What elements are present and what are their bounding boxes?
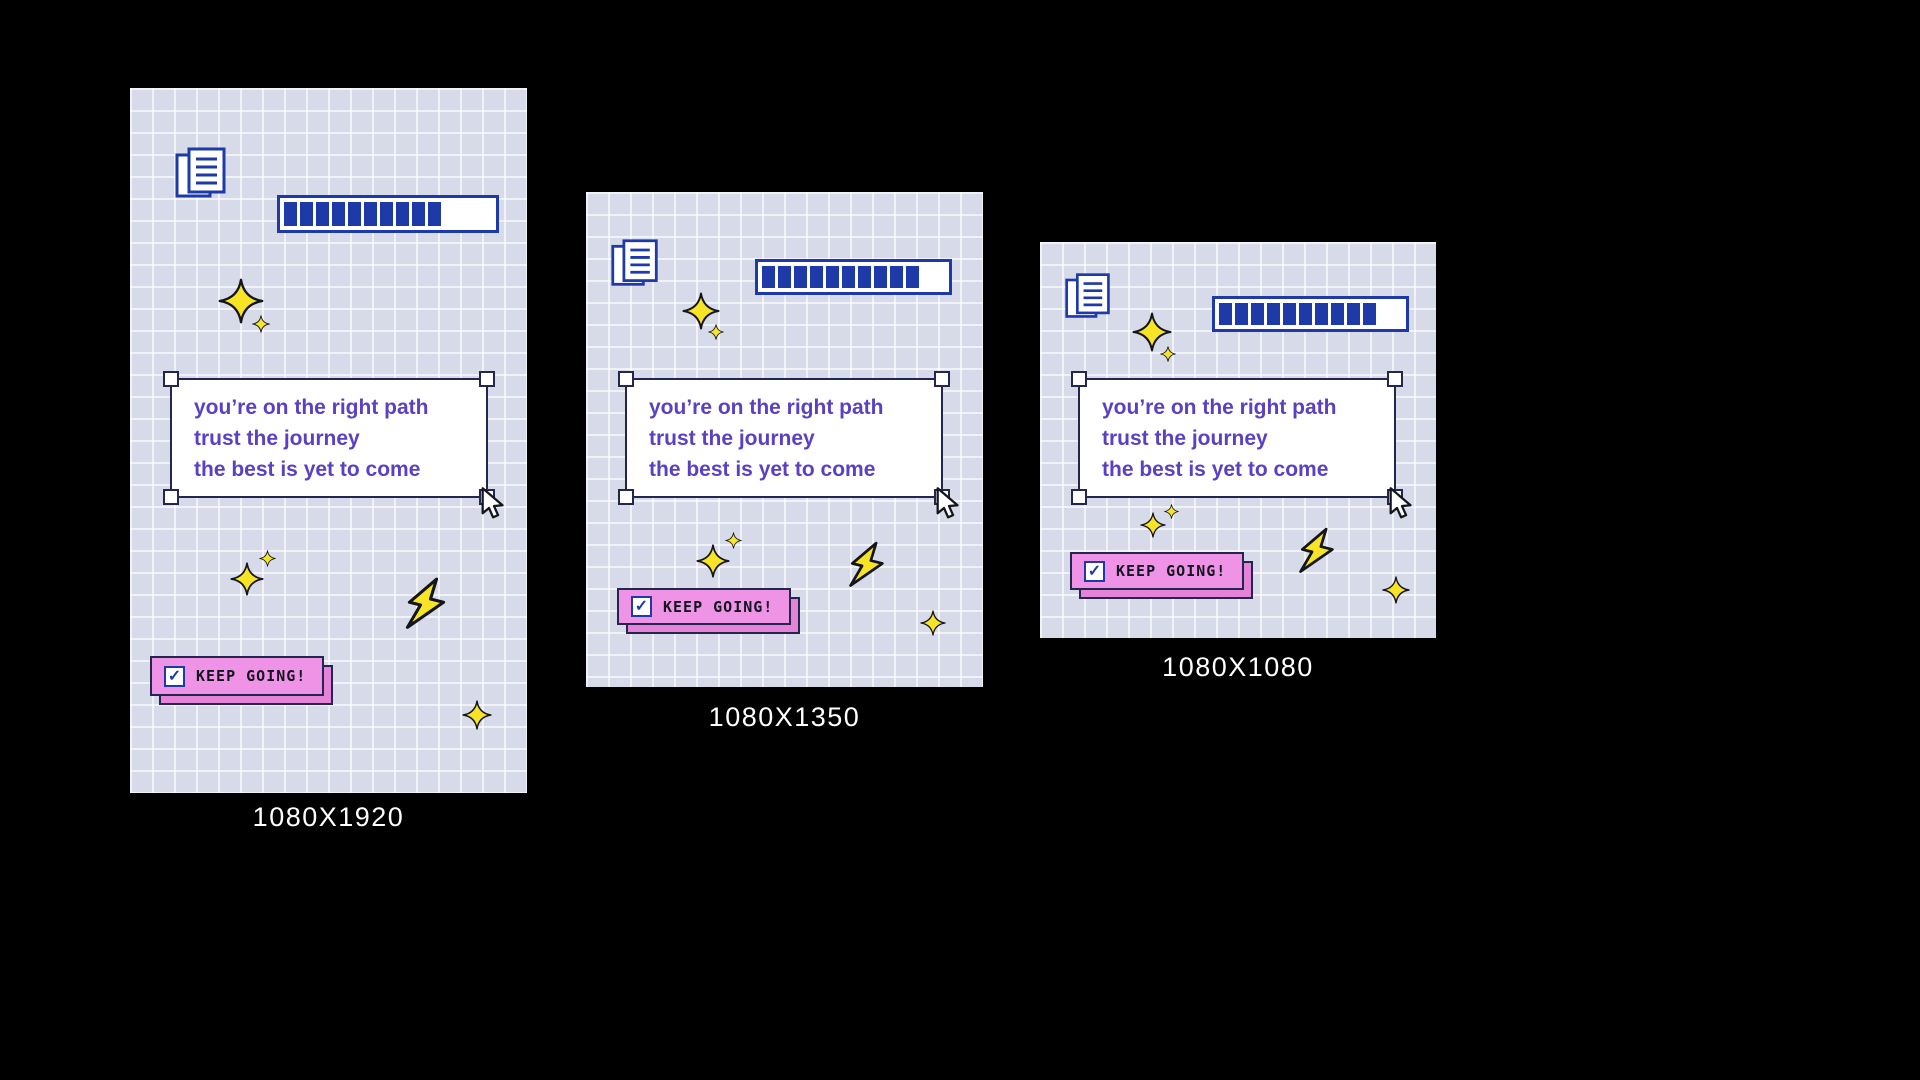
documents-icon (174, 146, 228, 200)
progress-segment (762, 266, 775, 288)
lightning-icon (1290, 520, 1342, 582)
selection-handle-top-right[interactable] (479, 371, 495, 387)
progress-segment (810, 266, 823, 288)
quote-line-2: trust the journey (1102, 427, 1268, 450)
sparkle-pair-icon (218, 278, 276, 336)
artboard-1080x1080: you’re on the right path trust the journ… (1040, 242, 1436, 638)
progress-segment (874, 266, 887, 288)
artboard-size-label: 1080X1920 (252, 802, 405, 832)
cursor-icon (1386, 486, 1418, 520)
progress-segment (794, 266, 807, 288)
lightning-icon (840, 534, 892, 596)
progress-segment (1315, 303, 1328, 325)
progress-segment (300, 202, 313, 226)
keep-going-badge[interactable]: ✓ KEEP GOING! (1070, 552, 1254, 599)
quote-line-1: you’re on the right path (1102, 396, 1337, 419)
lightning-icon (395, 569, 454, 638)
progress-segment (1331, 303, 1344, 325)
documents-icon (1064, 272, 1112, 320)
progress-segment (332, 202, 345, 226)
checked-checkbox-icon[interactable]: ✓ (1084, 560, 1105, 582)
artboard-1080x1350: you’re on the right path trust the journ… (586, 192, 983, 687)
cursor-icon (933, 486, 965, 520)
badge-main[interactable]: ✓ KEEP GOING! (1070, 552, 1245, 590)
artboard-1080x1920: you’re on the right path trust the journ… (130, 88, 527, 793)
selection-handle-bottom-left[interactable] (1071, 489, 1087, 505)
keep-going-badge[interactable]: ✓ KEEP GOING! (617, 588, 801, 634)
progress-segment (1299, 303, 1312, 325)
selection-handle-top-right[interactable] (934, 371, 950, 387)
badge-main[interactable]: ✓ KEEP GOING! (617, 588, 792, 625)
checked-checkbox-icon[interactable]: ✓ (631, 596, 652, 617)
sparkle-pair-icon (230, 550, 288, 608)
progress-segment (412, 202, 425, 226)
cursor-icon (478, 486, 510, 520)
checked-checkbox-icon[interactable]: ✓ (164, 665, 185, 687)
quote-line-2: trust the journey (194, 427, 360, 450)
quote-line-3: the best is yet to come (649, 458, 876, 481)
selection-handle-bottom-left[interactable] (618, 489, 634, 505)
progress-segment (1251, 303, 1264, 325)
progress-segment (380, 202, 393, 226)
progress-segment (1283, 303, 1296, 325)
sparkle-pair-icon (696, 532, 754, 590)
selection-handle-top-left[interactable] (618, 371, 634, 387)
progress-bar (277, 195, 499, 233)
selection-handle-top-left[interactable] (1071, 371, 1087, 387)
badge-label: KEEP GOING! (196, 667, 307, 685)
progress-segment (826, 266, 839, 288)
artboard-size-label: 1080X1080 (1162, 652, 1314, 682)
progress-segment (396, 202, 409, 226)
sparkle-pair-icon (682, 292, 740, 350)
progress-segment (906, 266, 919, 288)
progress-segment (778, 266, 791, 288)
selection-handle-bottom-left[interactable] (163, 489, 179, 505)
quote-line-2: trust the journey (649, 427, 815, 450)
progress-segment (284, 202, 297, 226)
artboard-size-label: 1080X1350 (708, 702, 861, 732)
quote-line-3: the best is yet to come (1102, 458, 1329, 481)
progress-segment (348, 202, 361, 226)
keep-going-badge[interactable]: ✓ KEEP GOING! (150, 656, 334, 705)
badge-main[interactable]: ✓ KEEP GOING! (150, 656, 325, 696)
progress-segment (1363, 303, 1376, 325)
quote-line-1: you’re on the right path (194, 396, 429, 419)
quote-text-box[interactable]: you’re on the right path trust the journ… (618, 371, 943, 498)
selection-handle-top-left[interactable] (163, 371, 179, 387)
progress-bar (1212, 296, 1409, 332)
quote-line-3: the best is yet to come (194, 458, 421, 481)
badge-label: KEEP GOING! (663, 597, 774, 616)
quote-line-1: you’re on the right path (649, 396, 884, 419)
selection-handle-top-right[interactable] (1387, 371, 1403, 387)
documents-icon (610, 238, 660, 288)
progress-segment (1347, 303, 1360, 325)
progress-segment (1235, 303, 1248, 325)
progress-segment (890, 266, 903, 288)
progress-segment (428, 202, 441, 226)
sparkle-pair-icon (1132, 312, 1190, 370)
progress-segment (858, 266, 871, 288)
progress-bar (755, 259, 952, 295)
badge-label: KEEP GOING! (1116, 562, 1227, 580)
progress-segment (364, 202, 377, 226)
progress-segment (842, 266, 855, 288)
progress-segment (1219, 303, 1232, 325)
progress-segment (316, 202, 329, 226)
quote-text-box[interactable]: you’re on the right path trust the journ… (1071, 371, 1396, 498)
quote-text-box[interactable]: you’re on the right path trust the journ… (163, 371, 488, 498)
progress-segment (1267, 303, 1280, 325)
